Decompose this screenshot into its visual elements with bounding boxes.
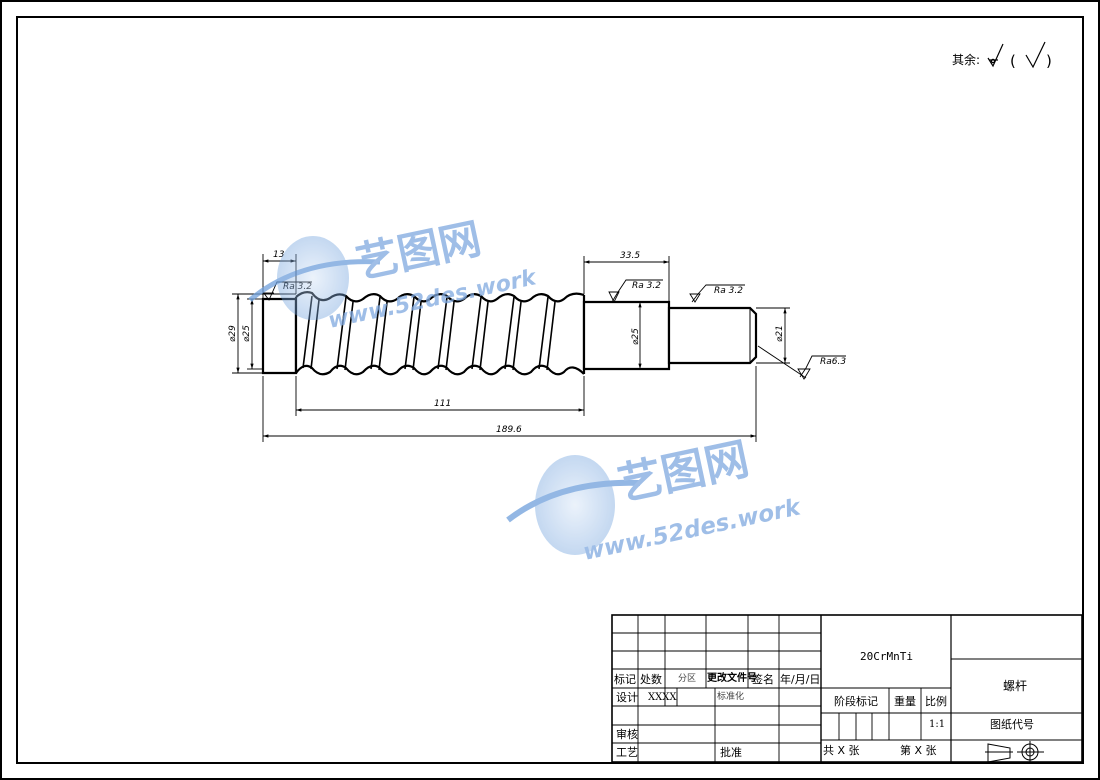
inner-frame bbox=[16, 16, 1084, 764]
roughness-right: Ra 3.2 bbox=[714, 286, 743, 296]
dim-dia-end: ⌀21 bbox=[775, 325, 785, 342]
scale-value: 1:1 bbox=[929, 719, 946, 730]
process-label: 工艺 bbox=[616, 746, 638, 759]
stage-label: 阶段标记 bbox=[834, 695, 878, 708]
header-zone: 分区 bbox=[678, 674, 697, 684]
material-label: 20CrMnTi bbox=[860, 650, 913, 663]
dim-left-shoulder: 13 bbox=[273, 250, 285, 260]
title-block bbox=[611, 614, 1083, 763]
dimension-lines bbox=[232, 254, 807, 442]
scale-label: 比例 bbox=[925, 695, 947, 708]
drawing-no-label: 图纸代号 bbox=[990, 718, 1034, 731]
dim-worm-length: 111 bbox=[434, 399, 451, 409]
design-label: 设计 bbox=[616, 691, 638, 704]
roughness-symbols bbox=[262, 279, 846, 380]
dim-right-section: 33.5 bbox=[620, 251, 640, 261]
review-label: 审核 bbox=[616, 728, 638, 741]
roughness-symbol-general: ( ) bbox=[987, 41, 1052, 70]
dim-dia-outer: ⌀29 bbox=[228, 325, 238, 342]
designer-name: XXXX bbox=[648, 692, 677, 703]
part-name: 螺杆 bbox=[1003, 679, 1028, 693]
weight-label: 重量 bbox=[894, 695, 916, 708]
roughness-end: Ra6.3 bbox=[820, 357, 846, 367]
watermark-globe-icon bbox=[277, 236, 349, 320]
projection-symbol-icon bbox=[985, 741, 1044, 763]
approve-label: 批准 bbox=[720, 746, 742, 759]
worm-shaft bbox=[261, 291, 758, 376]
header-sign: 签名 bbox=[752, 673, 774, 686]
watermark-globe-icon bbox=[535, 455, 615, 555]
dim-overall-length: 189.6 bbox=[496, 425, 522, 435]
header-change-doc: 更改文件号 bbox=[707, 673, 757, 684]
header-date: 年/月/日 bbox=[780, 673, 821, 686]
header-mark: 标记 bbox=[614, 673, 636, 686]
watermark-brand-bottom: 艺图网 bbox=[614, 433, 754, 510]
sheet-number: 第 X 张 bbox=[900, 744, 937, 757]
watermark-bottom: 艺图网 www.52des.work bbox=[506, 433, 804, 566]
watermark-brand-top: 艺图网 bbox=[352, 214, 485, 288]
header-count: 处数 bbox=[640, 673, 662, 686]
total-sheets: 共 X 张 bbox=[823, 744, 860, 757]
svg-text:): ) bbox=[1046, 52, 1052, 70]
dim-dia-inner: ⌀25 bbox=[242, 325, 252, 342]
standardize-label: 标准化 bbox=[717, 692, 745, 702]
surface-note: 其余: bbox=[952, 52, 980, 67]
roughness-mid: Ra 3.2 bbox=[632, 281, 661, 291]
svg-text:(: ( bbox=[1010, 52, 1016, 70]
dim-dia-mid: ⌀25 bbox=[631, 328, 641, 345]
